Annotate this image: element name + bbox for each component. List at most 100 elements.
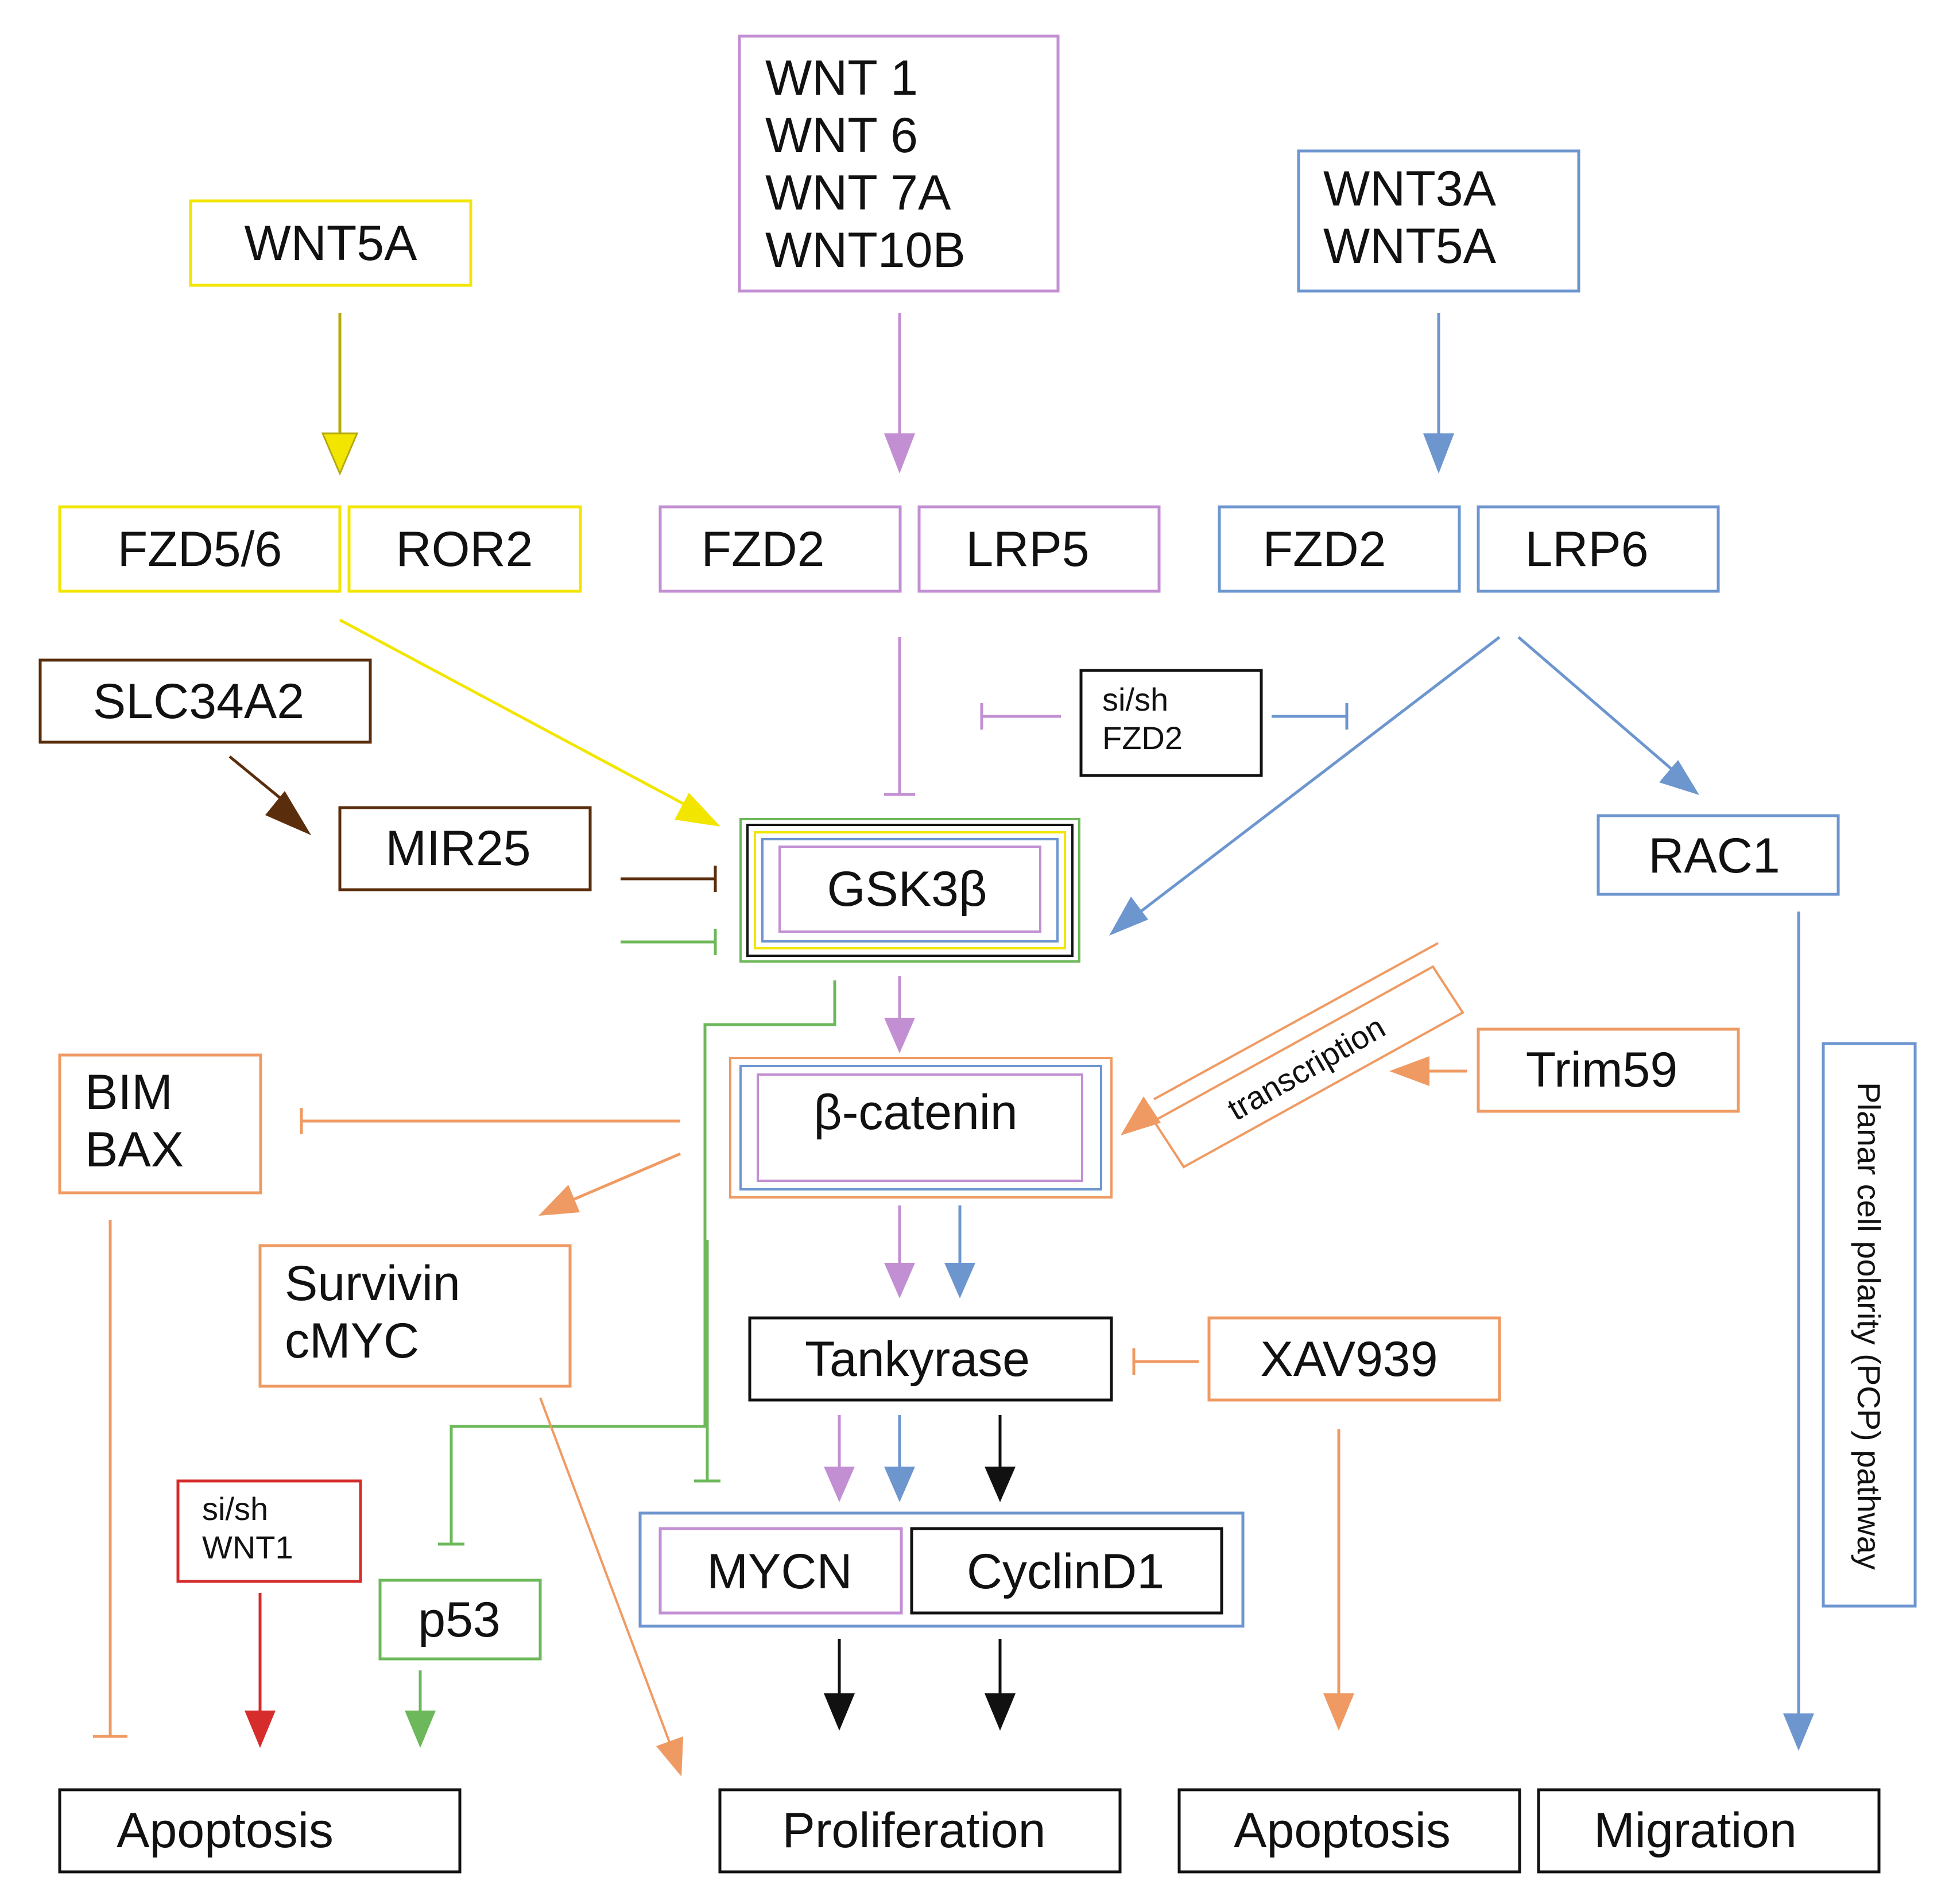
mycn-box: [658, 1527, 903, 1615]
rac1-to-migration-arrowhead: [1783, 1713, 1814, 1751]
lrp6-label: LRP6: [1525, 522, 1648, 577]
ror2-box: [347, 505, 582, 593]
beta-catenin-label: β-catenin: [813, 1085, 1017, 1140]
lrp5-label: LRP5: [966, 522, 1089, 577]
migration-box: [1537, 1788, 1881, 1874]
beta-catenin-to-tankyrase-blue-arrowhead: [944, 1263, 975, 1298]
wnt5a-top-label: WNT5A: [245, 216, 418, 271]
transcription-label: transcription: [1221, 1009, 1391, 1127]
tankyrase-box: [748, 1316, 1113, 1402]
mycn-to-proliferation-arrowhead: [824, 1693, 855, 1731]
wnt-group-to-fzd2-arrowhead: [884, 433, 915, 474]
xav939-to-apoptosis-arrowhead: [1323, 1693, 1354, 1731]
cmyc-label: cMYC: [285, 1313, 419, 1368]
slc34a2-box: [38, 658, 372, 744]
sish-wnt1-line-2: WNT1: [202, 1529, 293, 1565]
mycn-label: MYCN: [707, 1544, 852, 1599]
wnt3a-group-line-1: WNT3A: [1323, 161, 1497, 216]
beta-catenin-purple: [757, 1073, 1083, 1182]
beta-catenin-to-survivin-line: [572, 1152, 681, 1201]
tankyrase-to-cyclind1-arrowhead: [985, 1467, 1016, 1502]
wnt5a-top-box: [189, 199, 472, 287]
trim59-label: Trim59: [1526, 1042, 1677, 1098]
fzd2-b-box: [1218, 505, 1461, 593]
beta-catenin-to-survivin-arrowhead: [538, 1185, 580, 1216]
wnt3a-group-box: [1297, 149, 1580, 293]
wnt3a-group-line-2: WNT5A: [1323, 219, 1497, 274]
survivin-cmyc-box: [258, 1244, 572, 1388]
fzd2-a-label: FZD2: [702, 522, 825, 577]
sish-wnt1-to-apoptosis-arrowhead: [245, 1711, 276, 1748]
proliferation-box: [718, 1788, 1122, 1874]
rac1-label: RAC1: [1648, 828, 1780, 883]
fzd2-a-box: [658, 505, 902, 593]
cyclind1-label: CyclinD1: [967, 1544, 1164, 1599]
gsk3b-purple: [778, 846, 1041, 933]
fzd56-label: FZD5/6: [118, 522, 282, 577]
survivin-to-proliferation-line: [539, 1397, 672, 1746]
wnt3a-to-fzd2-arrowhead: [1423, 433, 1454, 474]
bim-bax-box: [58, 1053, 262, 1195]
lrp6-to-rac1-line: [1517, 636, 1673, 770]
bim-label: BIM: [85, 1065, 173, 1120]
wnt-group-line-1: WNT 1: [765, 51, 918, 106]
wnt-group-box: [738, 34, 1060, 293]
wnt-group-line-2: WNT 6: [765, 108, 918, 163]
cyclind1-to-proliferation-arrowhead: [985, 1693, 1016, 1731]
xav939-label: XAV939: [1260, 1332, 1438, 1387]
tankyrase-to-mycn-blue-arrowhead: [884, 1467, 915, 1502]
apoptosis-left-box: [58, 1788, 462, 1874]
cyclind1-box: [910, 1527, 1223, 1615]
p53-box: [378, 1579, 542, 1661]
migration-label: Migration: [1594, 1803, 1797, 1858]
gsk3b-yellow: [754, 831, 1066, 949]
rac1-box: [1597, 814, 1840, 896]
bax-label-text: BAX: [85, 1122, 184, 1177]
apoptosis-left-label: Apoptosis: [117, 1803, 334, 1858]
gsk3b-blue: [761, 838, 1059, 943]
transcription-to-beta-catenin-arrowhead: [1121, 1096, 1161, 1135]
pcp-box: [1822, 1042, 1917, 1608]
fzd56-to-gsk3b-arrowhead: [675, 793, 720, 827]
p53-to-apoptosis-arrowhead: [405, 1711, 436, 1748]
mycn-cyclind1-group: [638, 1511, 1245, 1628]
lrp6-to-rac1-arrowhead: [1659, 760, 1699, 795]
gsk3b-outer-green: [739, 818, 1080, 963]
gsk3b-label: GSK3β: [827, 862, 987, 917]
trim59-box: [1477, 1027, 1740, 1113]
ror2-label: ROR2: [396, 522, 533, 577]
slc34a2-to-mir25-arrowhead: [265, 791, 311, 835]
survivin-label: Survivin: [285, 1256, 460, 1311]
slc34a2-label: SLC34A2: [93, 674, 304, 729]
wnt-group-line-3: WNT 7A: [765, 165, 951, 220]
sish-wnt1-line-1: si/sh: [202, 1491, 268, 1527]
sish-fzd2-line-2: FZD2: [1102, 720, 1183, 756]
transcription-to-beta-catenin-line: [1153, 942, 1439, 1100]
wnt5a-to-fzd56-arrowhead: [321, 432, 359, 476]
xav939-box: [1207, 1316, 1501, 1402]
sish-wnt1-box: [176, 1479, 362, 1583]
slc34a2-to-mir25-line: [228, 755, 288, 805]
beta-catenin-orange: [729, 1057, 1113, 1199]
lrp5-box: [917, 505, 1161, 593]
lrp6-to-gsk3b-line: [1137, 636, 1501, 914]
trim59-to-transcription-arrowhead: [1389, 1056, 1429, 1086]
beta-catenin-to-tankyrase-purple-arrowhead: [884, 1263, 915, 1298]
sish-fzd2-box: [1079, 669, 1263, 777]
wnt-group-line-4: WNT10B: [765, 223, 966, 278]
fzd2-b-label: FZD2: [1263, 522, 1386, 577]
transcription-box: [1152, 965, 1464, 1169]
gsk3b-black: [746, 824, 1074, 957]
lrp6-box: [1477, 505, 1720, 593]
mir25-box: [338, 806, 592, 891]
fzd56-box: [58, 505, 342, 593]
fzd56-to-gsk3b-line: [339, 618, 693, 810]
lrp6-to-gsk3b-arrowhead: [1109, 897, 1148, 936]
pcp-label: Planar cell polarity (PCP) pathway: [1851, 1082, 1887, 1570]
apoptosis-right-box: [1177, 1788, 1521, 1874]
p53-label: p53: [418, 1592, 501, 1647]
survivin-to-proliferation-arrowhead: [656, 1736, 683, 1777]
tankyrase-label: Tankyrase: [805, 1332, 1030, 1387]
proliferation-label: Proliferation: [782, 1803, 1046, 1858]
